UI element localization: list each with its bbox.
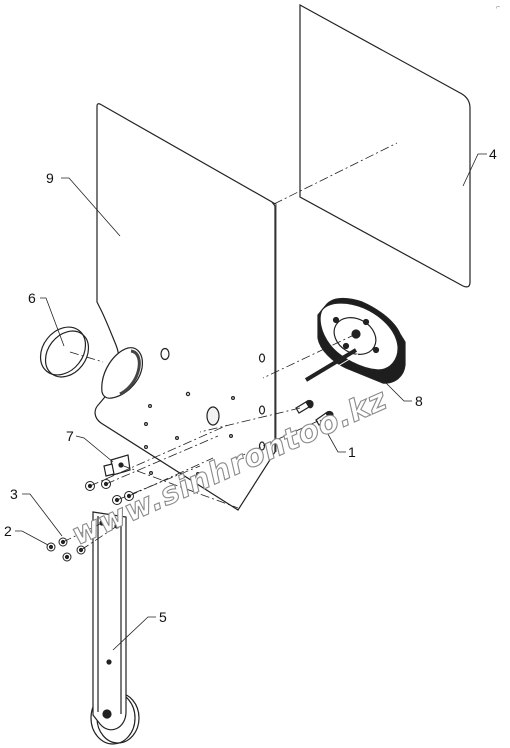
callout-1: 1 xyxy=(348,444,356,460)
part-8-motor-hub xyxy=(304,297,406,385)
callout-6: 6 xyxy=(28,290,36,306)
callout-8: 8 xyxy=(415,393,423,409)
part-6-disc xyxy=(39,326,90,378)
callout-7: 7 xyxy=(66,428,74,444)
part-5-arm xyxy=(90,511,140,745)
corner-mark: ⌐ xyxy=(496,4,500,11)
callout-4: 4 xyxy=(489,146,497,162)
leader-lines xyxy=(15,153,487,651)
callout-5: 5 xyxy=(159,609,167,625)
callout-9: 9 xyxy=(46,170,54,186)
part-4-rear-panel xyxy=(299,3,471,288)
assembly-lines xyxy=(62,142,398,551)
panel-cutout xyxy=(101,347,143,399)
callout-3: 3 xyxy=(10,486,18,502)
part-1-bolts xyxy=(295,399,334,426)
callout-2: 2 xyxy=(4,523,12,539)
